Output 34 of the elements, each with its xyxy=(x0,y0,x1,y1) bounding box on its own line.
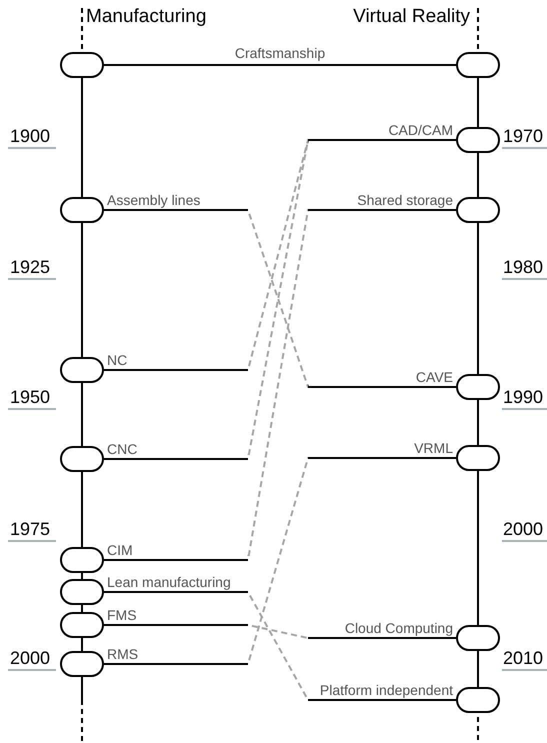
timeline-pill xyxy=(456,52,500,78)
event-label: NC xyxy=(106,351,128,369)
dashed-connector xyxy=(104,624,456,639)
event-label: Shared storage xyxy=(356,191,454,209)
year-label: 1980 xyxy=(503,257,544,278)
event-label: CIM xyxy=(106,541,134,559)
column-heading: Virtual Reality xyxy=(353,6,470,28)
event-label: Platform independent xyxy=(318,681,454,699)
year-label: 1990 xyxy=(503,387,544,408)
event-label: Lean manufacturing xyxy=(106,573,232,591)
year-label: 1900 xyxy=(10,126,50,147)
edge-label: Craftsmanship xyxy=(232,45,328,61)
year-label: 1975 xyxy=(10,519,50,540)
event-label: Cloud Computing xyxy=(344,619,454,637)
event-label: CAD/CAM xyxy=(387,121,454,139)
year-label: 1950 xyxy=(10,387,50,408)
year-label: 2010 xyxy=(503,648,544,669)
year-label: 2000 xyxy=(10,648,50,669)
dashed-connector xyxy=(104,457,456,665)
timeline-pill xyxy=(60,52,104,78)
dashed-connector xyxy=(104,209,456,561)
event-label: FMS xyxy=(106,606,138,624)
event-label: RMS xyxy=(106,645,140,663)
event-label: CAVE xyxy=(414,368,454,386)
year-label: 2000 xyxy=(503,519,544,540)
connector-line xyxy=(104,64,456,66)
column-heading: Manufacturing xyxy=(86,6,206,28)
dashed-connector xyxy=(104,591,456,701)
dashed-connector xyxy=(104,209,456,388)
year-label: 1925 xyxy=(10,257,50,278)
event-label: Assembly lines xyxy=(106,191,202,209)
event-label: VRML xyxy=(413,439,454,457)
year-label: 1970 xyxy=(503,126,544,147)
event-label: CNC xyxy=(106,440,138,458)
